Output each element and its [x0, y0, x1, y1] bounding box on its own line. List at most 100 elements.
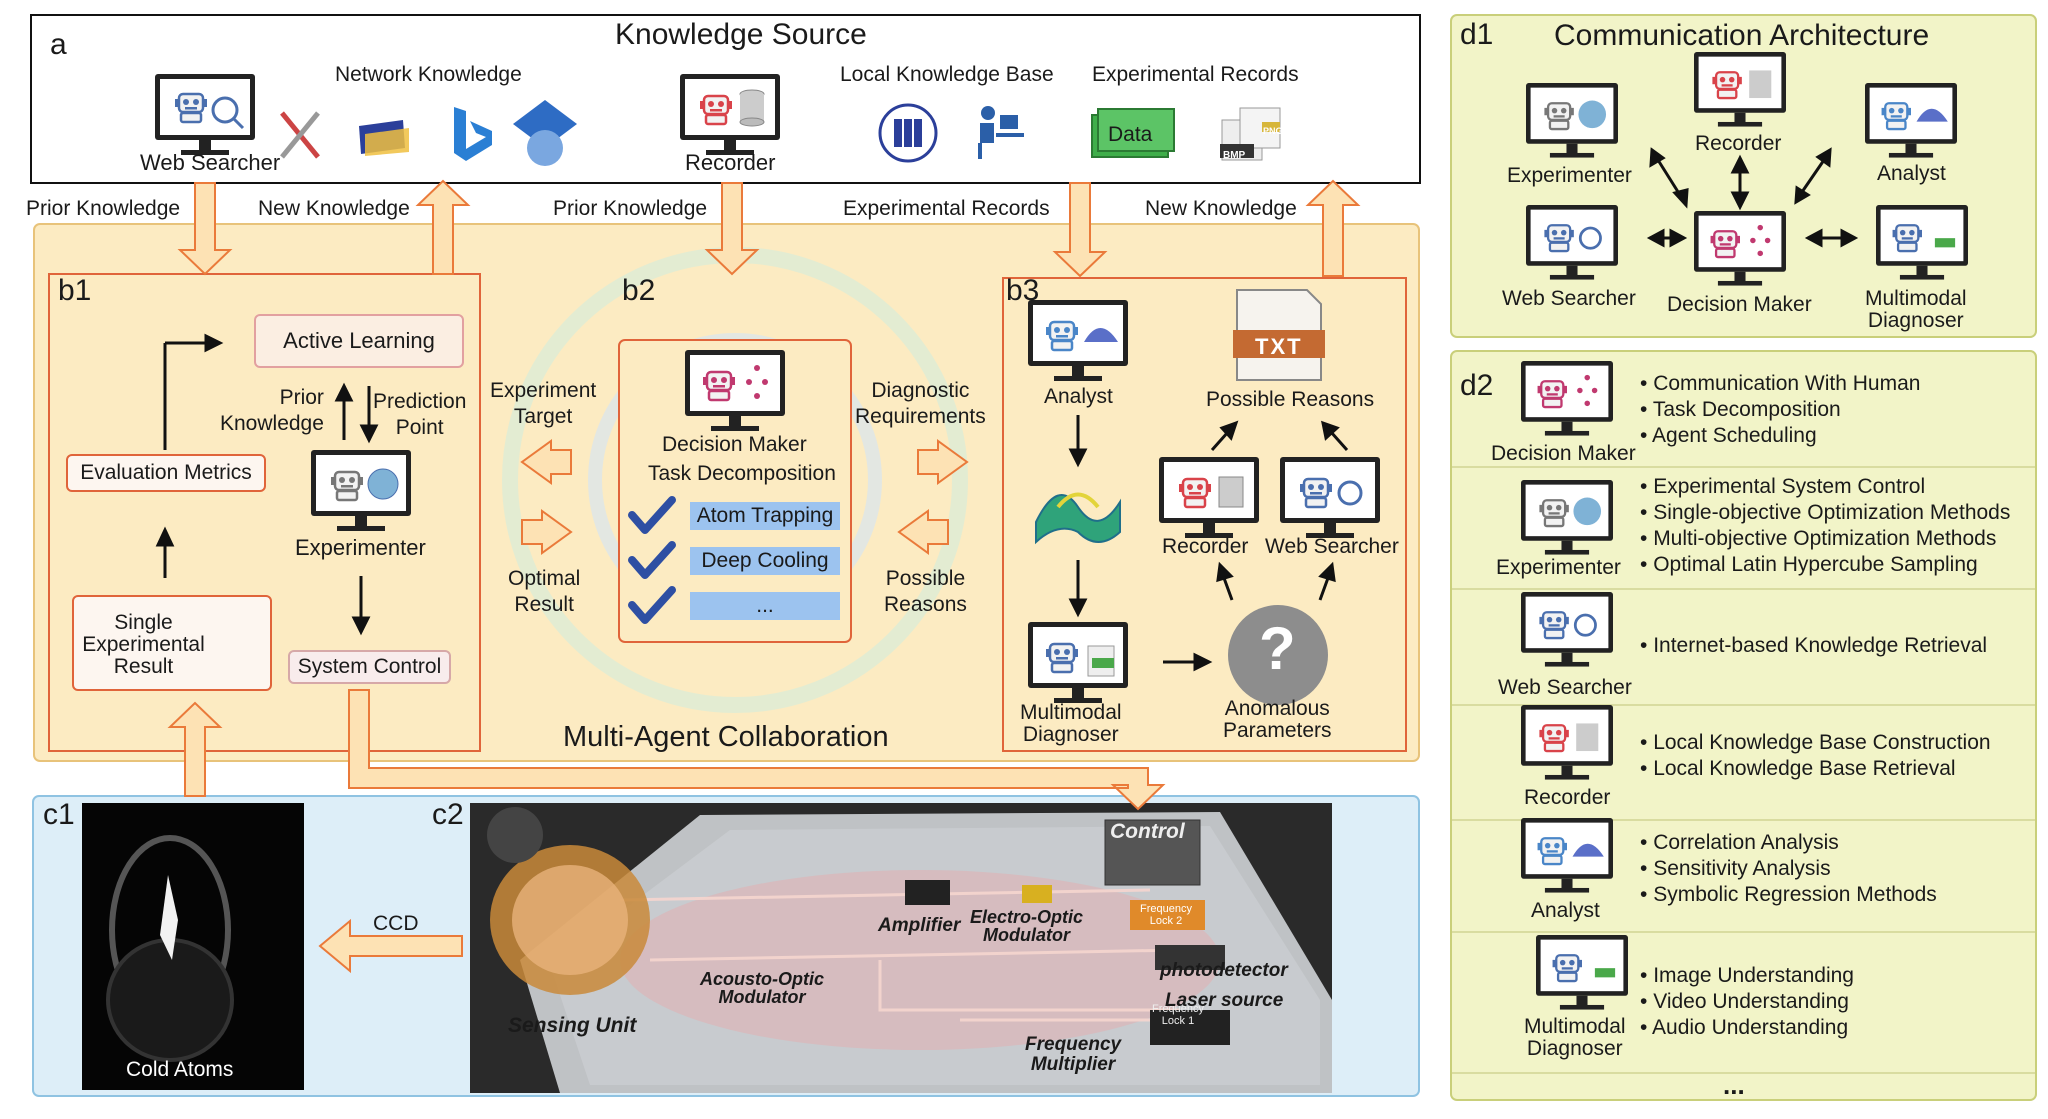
- decision-maker-monitor-icon: [685, 350, 785, 431]
- d2-item: Experimental System Control: [1640, 474, 2010, 500]
- check-icon-1: [628, 496, 676, 534]
- d2-item: Video Understanding: [1640, 989, 1854, 1015]
- d2-agent-multimodal-diagnoser: Multimodal Diagnoser: [1524, 1015, 1626, 1060]
- person-desk-icon: [978, 106, 1024, 159]
- bing-icon: [454, 107, 492, 161]
- panel-label-c1: c1: [43, 798, 75, 831]
- frequency-lock1-label: Frequency Lock 1: [1152, 1003, 1204, 1027]
- d2-recorder-icon: [1521, 705, 1613, 780]
- d1-decision-maker-label: Decision Maker: [1667, 293, 1812, 316]
- d2-list-experimenter: Experimental System Control Single-objec…: [1640, 474, 2010, 578]
- experimenter-monitor-icon: [311, 450, 411, 531]
- d2-item: Correlation Analysis: [1640, 830, 1937, 856]
- question-circle-icon: [1228, 605, 1328, 705]
- web-searcher-monitor-icon: [155, 74, 255, 155]
- d1-multimodal-diagnoser-label: Multimodal Diagnoser: [1865, 287, 1967, 332]
- d2-agent-recorder: Recorder: [1524, 786, 1611, 809]
- system-control-box: System Control: [288, 650, 451, 684]
- d1-multimodal-diagnoser-icon: [1876, 205, 1968, 280]
- web-searcher-label-b3: Web Searcher: [1265, 535, 1399, 558]
- prediction-point-label: Prediction Point: [373, 390, 467, 439]
- task-decomposition-label: Task Decomposition: [648, 462, 836, 485]
- d1-analyst-label: Analyst: [1877, 162, 1946, 185]
- d2-item: Single-objective Optimization Methods: [1640, 500, 2010, 526]
- optimal-result-label: Optimal Result: [508, 567, 581, 616]
- png-text: PNG: [1263, 126, 1283, 136]
- cold-atoms-label: Cold Atoms: [126, 1058, 234, 1081]
- experimental-records-label: Experimental Records: [1092, 63, 1299, 86]
- d1-experimenter-icon: [1526, 83, 1618, 158]
- panel-label-c2: c2: [432, 798, 464, 831]
- d2-item: Image Understanding: [1640, 963, 1854, 989]
- multimodal-diagnoser-monitor-icon: [1028, 622, 1128, 703]
- possible-reasons-label-b3: Possible Reasons: [1206, 388, 1375, 411]
- single-result-label: Single Experimental Result: [82, 611, 205, 678]
- d2-agent-experimenter: Experimenter: [1496, 556, 1621, 579]
- arrow-prior-knowledge-1: [177, 182, 233, 276]
- d2-item: Local Knowledge Base Construction: [1640, 730, 1990, 756]
- graduation-cap-icon: [513, 100, 577, 166]
- surface-plot-icon: [1035, 492, 1121, 545]
- analyst-monitor-icon: [1028, 300, 1128, 381]
- d2-list-web-searcher: Internet-based Knowledge Retrieval: [1640, 633, 1987, 659]
- d2-item: Optimal Latin Hypercube Sampling: [1640, 552, 2010, 578]
- frequency-lock2-label: Frequency Lock 2: [1140, 903, 1192, 927]
- paper-stack-icon: [359, 120, 409, 156]
- d1-decision-maker-icon: [1694, 211, 1786, 286]
- recorder-label-b3: Recorder: [1162, 535, 1249, 558]
- d2-list-decision-maker: Communication With Human Task Decomposit…: [1640, 371, 1920, 449]
- arrow-new-knowledge-2: [1305, 179, 1361, 277]
- photodetector-label: photodetector: [1160, 960, 1288, 981]
- txt-file-icon: [1233, 289, 1325, 381]
- d2-item: Audio Understanding: [1640, 1015, 1854, 1041]
- panel-label-a: a: [50, 28, 67, 61]
- arrow-result-up: [167, 701, 223, 797]
- panel-label-b2: b2: [622, 274, 656, 307]
- recorder-monitor-icon: [680, 74, 780, 155]
- d2-item: Multi-objective Optimization Methods: [1640, 526, 2010, 552]
- d1-recorder-label: Recorder: [1695, 132, 1782, 155]
- panel-label-d1: d1: [1460, 18, 1494, 51]
- task-item-3: ...: [756, 594, 774, 617]
- d2-ellipsis: ...: [1723, 1070, 1745, 1100]
- evaluation-metrics-box: Evaluation Metrics: [66, 454, 266, 492]
- bmp-text: BMP: [1223, 150, 1246, 161]
- flow-prior-knowledge-1: Prior Knowledge: [26, 197, 181, 220]
- books-icon: [878, 103, 938, 163]
- recorder-label: Recorder: [685, 150, 776, 175]
- control-label: Control: [1110, 820, 1185, 843]
- d2-item: Agent Scheduling: [1640, 423, 1920, 449]
- d2-multimodal-diagnoser-icon: [1536, 935, 1628, 1010]
- d1-web-searcher-label: Web Searcher: [1502, 287, 1636, 310]
- d1-web-searcher-icon: [1526, 205, 1618, 280]
- experiment-target-label: Experiment Target: [490, 379, 597, 428]
- amplifier-label: Amplifier: [878, 915, 961, 936]
- scholar-x-icon: [280, 111, 320, 159]
- active-learning-box: Active Learning: [254, 314, 464, 368]
- d2-item: Symbolic Regression Methods: [1640, 882, 1937, 908]
- arrow-prior-knowledge-2: [704, 182, 760, 276]
- flow-new-knowledge-2: New Knowledge: [1145, 197, 1297, 220]
- panel-label-b3: b3: [1006, 274, 1040, 307]
- multimodal-diagnoser-label-b3: Multimodal Diagnoser: [1020, 701, 1122, 746]
- arrow-experimental-records: [1052, 182, 1108, 278]
- aom-label: Acousto-Optic Modulator: [700, 969, 824, 1007]
- ccd-label: CCD: [373, 912, 419, 935]
- anomalous-parameters-label: Anomalous Parameters: [1223, 697, 1332, 742]
- txt-label: TXT: [1255, 334, 1303, 359]
- panel-label-d2: d2: [1460, 369, 1494, 402]
- flow-prior-knowledge-2: Prior Knowledge: [553, 197, 708, 220]
- image-files-icon: [1220, 107, 1281, 161]
- d2-item: Sensitivity Analysis: [1640, 856, 1937, 882]
- network-knowledge-label: Network Knowledge: [335, 63, 522, 86]
- d2-agent-analyst: Analyst: [1531, 899, 1600, 922]
- possible-reasons-label-b2: Possible Reasons: [884, 567, 967, 616]
- task-item-2: Deep Cooling: [701, 549, 829, 572]
- d2-item: Internet-based Knowledge Retrieval: [1640, 633, 1987, 659]
- single-result-box: [72, 595, 272, 691]
- local-kb-label: Local Knowledge Base: [840, 63, 1054, 86]
- data-icon-text: Data: [1108, 123, 1153, 146]
- check-icon-2: [628, 541, 676, 579]
- d2-decision-maker-icon: [1521, 361, 1613, 436]
- eom-label: Electro-Optic Modulator: [970, 907, 1084, 945]
